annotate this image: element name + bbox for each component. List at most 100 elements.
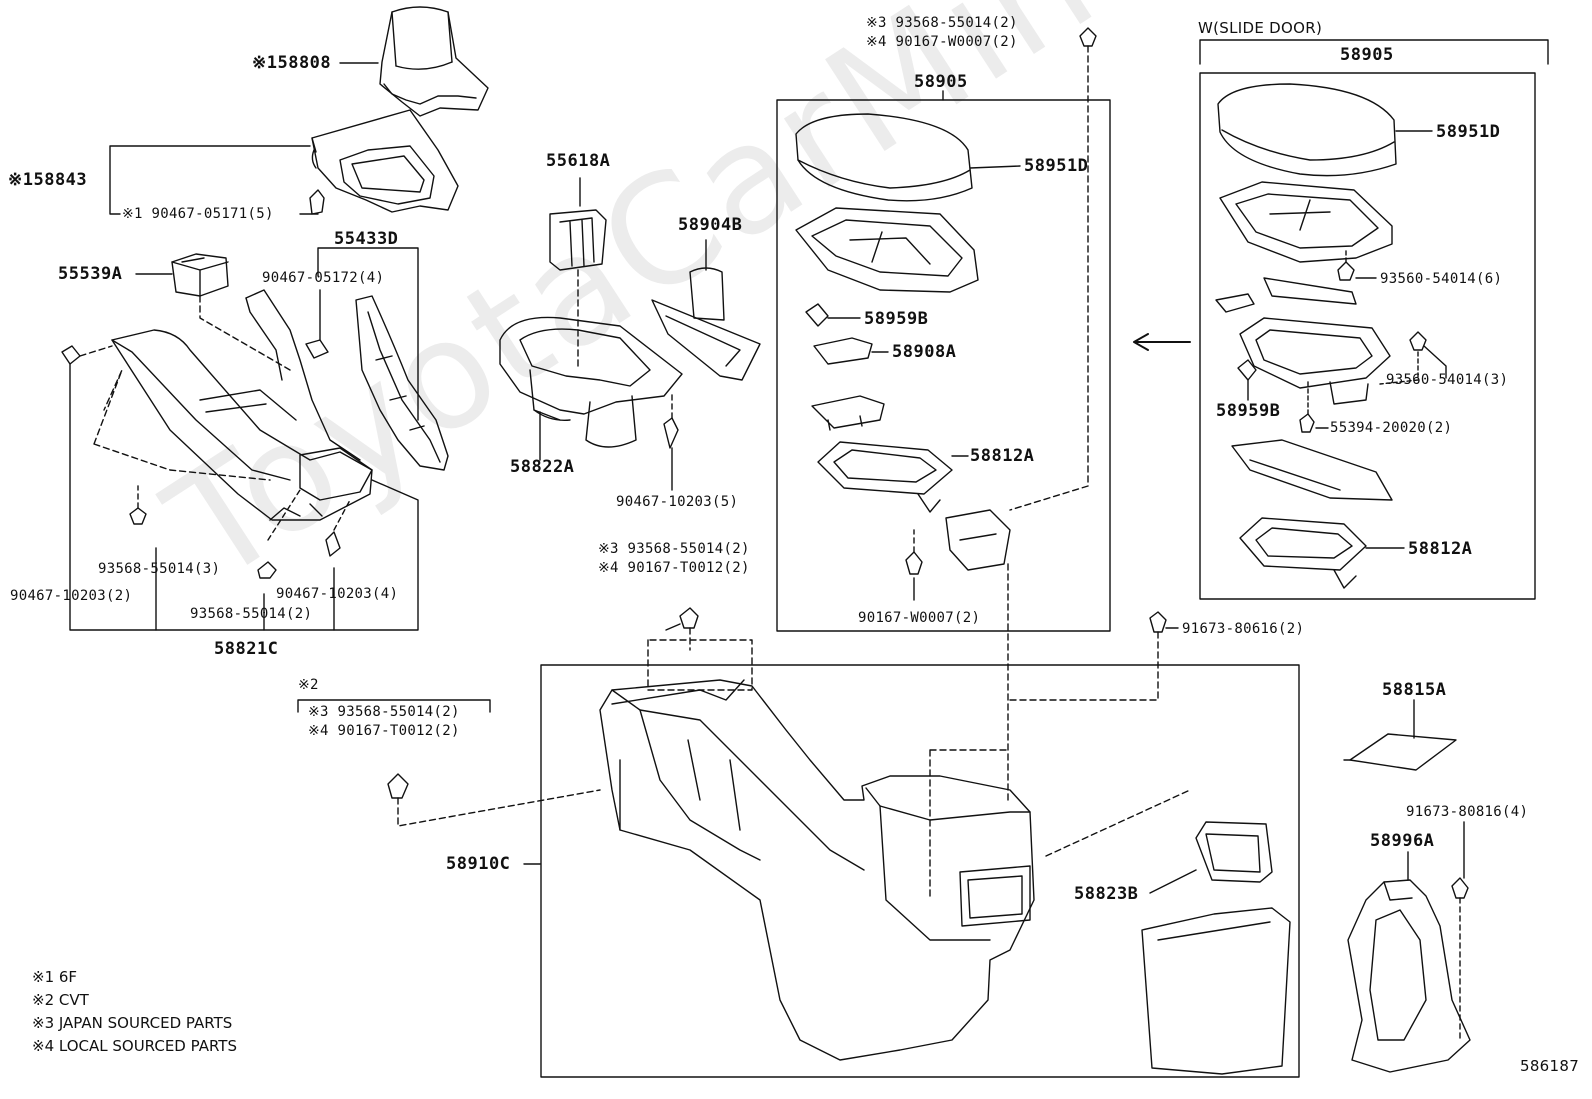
dashed-bolt-top xyxy=(1009,45,1089,511)
part-58822A xyxy=(499,316,683,448)
screw-90167-W0007 xyxy=(905,551,923,575)
label-55539A: 55539A xyxy=(58,264,123,284)
dashed-55539A xyxy=(199,295,291,371)
tray-58812A-right xyxy=(1239,517,1367,589)
label-91673-80816: 91673-80816(4) xyxy=(1406,804,1529,820)
label-55394-20020: 55394-20020(2) xyxy=(1330,420,1453,436)
part-58904B xyxy=(651,267,761,381)
screw-93568-55014-2-left xyxy=(257,561,277,579)
label-58905-mid: 58905 xyxy=(914,72,968,92)
label-93568-55014-3: 93568-55014(3) xyxy=(98,561,221,577)
legend-item-local: ※4 LOCAL SOURCED PARTS xyxy=(32,1037,237,1055)
label-90467-05171: ※1 90467-05171(5) xyxy=(122,206,274,222)
label-bolt-mid-japan: ※3 93568-55014(2) xyxy=(598,541,750,557)
leader-58843 xyxy=(109,145,319,215)
label-58996A: 58996A xyxy=(1370,831,1435,851)
label-58821C: 58821C xyxy=(214,639,279,659)
label-bolt-left-local: ※4 90167-T0012(2) xyxy=(308,723,460,739)
label-cvt-mark: ※2 xyxy=(298,677,319,693)
dashed-outline-58821C xyxy=(93,369,271,481)
clip-58959B-right xyxy=(1237,359,1257,381)
part-plate-right xyxy=(1263,277,1357,305)
upper-console-panel-part xyxy=(111,289,373,521)
leader-bolt-mid xyxy=(665,623,681,631)
bolt-91673-80616 xyxy=(1149,611,1167,633)
screw-93560-54014-3 xyxy=(1409,331,1427,351)
label-slide-door: W(SLIDE DOOR) xyxy=(1198,19,1323,37)
slide-door-group-frame xyxy=(1199,72,1536,600)
label-58959B-mid: 58959B xyxy=(864,309,929,329)
label-93568-55014-2: 93568-55014(2) xyxy=(190,606,313,622)
clip-58959B-mid xyxy=(805,303,829,327)
figure-id: 586187 xyxy=(1520,1057,1580,1075)
screw-93560-54014-6 xyxy=(1337,261,1355,281)
bolt-mid xyxy=(679,607,699,629)
dashed-bolt-mid xyxy=(647,627,753,691)
part-lock-mid xyxy=(945,509,1011,571)
screw-55394-20020 xyxy=(1299,413,1315,433)
armrest-lid-58951D-mid xyxy=(795,113,973,202)
bolt-left xyxy=(387,773,409,799)
bracket-55433D xyxy=(317,247,419,421)
tray-58812A-mid xyxy=(817,441,953,513)
label-158808: ※158808 xyxy=(252,53,332,73)
part-58815A xyxy=(1349,733,1457,771)
leader-58823B xyxy=(1149,869,1197,894)
label-58812A-mid: 58812A xyxy=(970,446,1035,466)
leaders-58821C xyxy=(155,547,335,631)
clip-90467-10203-left xyxy=(61,345,81,365)
label-90467-10203-2: 90467-10203(2) xyxy=(10,588,133,604)
clip-90467-05172 xyxy=(305,339,329,359)
dashed-bolt-left xyxy=(397,789,601,827)
label-90467-05172: 90467-05172(4) xyxy=(262,270,385,286)
label-158843: ※158843 xyxy=(8,170,88,190)
armrest-mechanism-right xyxy=(1239,317,1391,405)
label-93560-54014-3: 93560-54014(3) xyxy=(1386,372,1509,388)
part-55539A xyxy=(171,253,229,297)
label-bolt-left-japan: ※3 93568-55014(2) xyxy=(308,704,460,720)
arrow-slide-door xyxy=(1133,333,1191,351)
label-58908A: 58908A xyxy=(892,342,957,362)
leader-93560-54014-3 xyxy=(1423,345,1447,379)
bolt-91673-80816 xyxy=(1451,877,1469,899)
leader-58951D-mid xyxy=(969,165,1021,169)
label-58951D-mid: 58951D xyxy=(1024,156,1089,176)
label-58815A: 58815A xyxy=(1382,680,1447,700)
screw-93568-55014-3 xyxy=(129,507,147,525)
legend-item-cvt: ※2 CVT xyxy=(32,991,89,1009)
shift-boot-part xyxy=(379,6,489,117)
clip-90467-10203-4 xyxy=(325,531,341,557)
label-90167-W0007: 90167-W0007(2) xyxy=(858,610,981,626)
label-55433D: 55433D xyxy=(334,229,399,249)
armrest-group-frame xyxy=(776,99,1111,632)
shift-plate-part xyxy=(311,109,459,213)
label-58951D-right: 58951D xyxy=(1436,122,1501,142)
label-bolt-top-local: ※4 90167-W0007(2) xyxy=(866,34,1018,50)
label-55618A: 55618A xyxy=(546,151,611,171)
armrest-lid-58951D-right xyxy=(1217,83,1397,177)
label-58823B: 58823B xyxy=(1074,884,1139,904)
label-58904B: 58904B xyxy=(678,215,743,235)
label-bolt-mid-local: ※4 90167-T0012(2) xyxy=(598,560,750,576)
legend-item-6f: ※1 6F xyxy=(32,968,78,986)
part-55618A xyxy=(549,209,607,271)
clip-90467-10203-5 xyxy=(663,417,679,449)
label-58910C: 58910C xyxy=(446,854,511,874)
console-box-frame xyxy=(540,664,1300,1078)
label-bolt-top-japan: ※3 93568-55014(2) xyxy=(866,15,1018,31)
part-latch-mid xyxy=(811,395,885,431)
label-90467-10203-5: 90467-10203(5) xyxy=(616,494,739,510)
armrest-base-mid xyxy=(795,207,979,293)
slide-door-bracket xyxy=(1199,39,1549,65)
part-58823B xyxy=(1141,821,1291,1075)
bolt-top xyxy=(1079,27,1097,47)
label-90467-10203-4: 90467-10203(4) xyxy=(276,586,399,602)
label-58822A: 58822A xyxy=(510,457,575,477)
console-box-58910C xyxy=(599,679,1035,1061)
footnote-legend: ※1 6F ※2 CVT ※3 JAPAN SOURCED PARTS ※4 L… xyxy=(32,966,237,1058)
label-58905-right: 58905 xyxy=(1340,45,1394,65)
label-91673-80616: 91673-80616(2) xyxy=(1182,621,1305,637)
label-93560-54014-6: 93560-54014(6) xyxy=(1380,271,1503,287)
